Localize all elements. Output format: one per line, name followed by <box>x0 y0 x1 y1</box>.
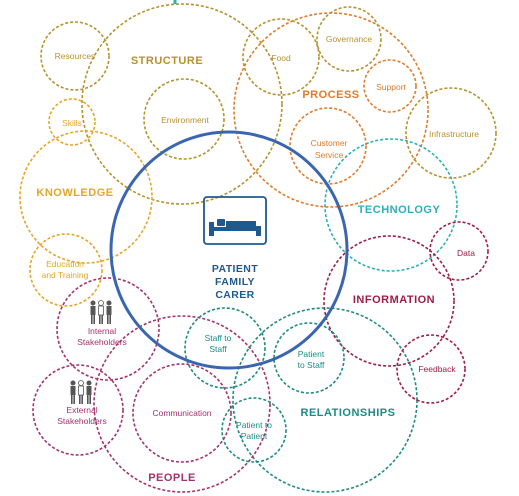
information-label: INFORMATION <box>353 294 435 306</box>
structure-label: STRUCTURE <box>131 55 203 67</box>
external-stakeholders-label-1: External <box>66 405 97 415</box>
education-training-label-2: and Training <box>42 270 89 280</box>
external-stakeholders-circle <box>32 364 124 456</box>
food-circle <box>242 18 320 96</box>
patient-to-patient-label-1: Patient to <box>236 420 272 430</box>
patient-to-staff-circle <box>273 322 345 394</box>
technology-circle <box>324 138 458 272</box>
feedback-label: Feedback <box>418 364 456 374</box>
patient-to-staff-label-2: to Staff <box>298 360 325 370</box>
patient-to-patient-label-2: Patient <box>241 431 268 441</box>
environment-label: Environment <box>161 115 209 125</box>
data-circle <box>429 221 489 281</box>
feedback-circle <box>396 334 466 404</box>
patient-to-patient-circle <box>221 397 287 463</box>
technology-label: TECHNOLOGY <box>358 204 441 216</box>
center-label-family: FAMILY <box>215 276 255 288</box>
hospital-bed-icon <box>203 196 267 245</box>
support-circle <box>363 59 417 113</box>
infrastructure-label: Infrastructure <box>429 129 479 139</box>
communication-label: Communication <box>152 408 211 418</box>
information-circle <box>323 235 455 367</box>
relationships-label: RELATIONSHIPS <box>301 407 396 419</box>
environment-circle <box>143 78 225 160</box>
process-label: PROCESS <box>302 89 359 101</box>
food-label: Food <box>271 53 291 63</box>
infrastructure-circle <box>405 87 497 179</box>
internal-stakeholders-circle <box>56 277 160 381</box>
staff-to-staff-label-2: Staff <box>209 344 227 354</box>
people-label: PEOPLE <box>148 472 196 484</box>
communication-circle <box>132 363 232 463</box>
customer-service-label-2: Service <box>315 150 344 160</box>
internal-stakeholders-label-2: Stakeholders <box>77 337 127 347</box>
patient-to-staff-label-1: Patient <box>298 349 325 359</box>
internal-stakeholders-label-1: Internal <box>88 326 116 336</box>
staff-to-staff-label-1: Staff to <box>205 333 232 343</box>
data-label: Data <box>457 248 475 258</box>
external-stakeholders-label-2: Stakeholders <box>57 416 107 426</box>
people-group-icon <box>70 380 92 404</box>
skills-circle <box>48 98 96 146</box>
resources-label: Resources <box>55 51 96 61</box>
customer-service-circle <box>289 107 367 185</box>
patient-family-carer-circle <box>109 130 349 370</box>
governance-circle <box>316 6 382 72</box>
structure-circle <box>81 3 283 205</box>
governance-label: Governance <box>326 34 373 44</box>
people-group-icon <box>90 300 112 324</box>
knowledge-label: KNOWLEDGE <box>36 187 113 199</box>
education-training-circle <box>29 233 103 307</box>
center-label-patient: PATIENT <box>212 263 258 275</box>
people-circle <box>93 315 271 493</box>
support-label: Support <box>376 82 406 92</box>
center-label-carer: CARER <box>215 289 254 301</box>
education-training-label-1: Education <box>46 259 84 269</box>
relationships-circle <box>232 307 418 493</box>
knowledge-circle <box>19 130 153 264</box>
resources-circle <box>40 21 110 91</box>
skills-label: Skills <box>62 118 82 128</box>
customer-service-label-1: Customer <box>311 138 348 148</box>
